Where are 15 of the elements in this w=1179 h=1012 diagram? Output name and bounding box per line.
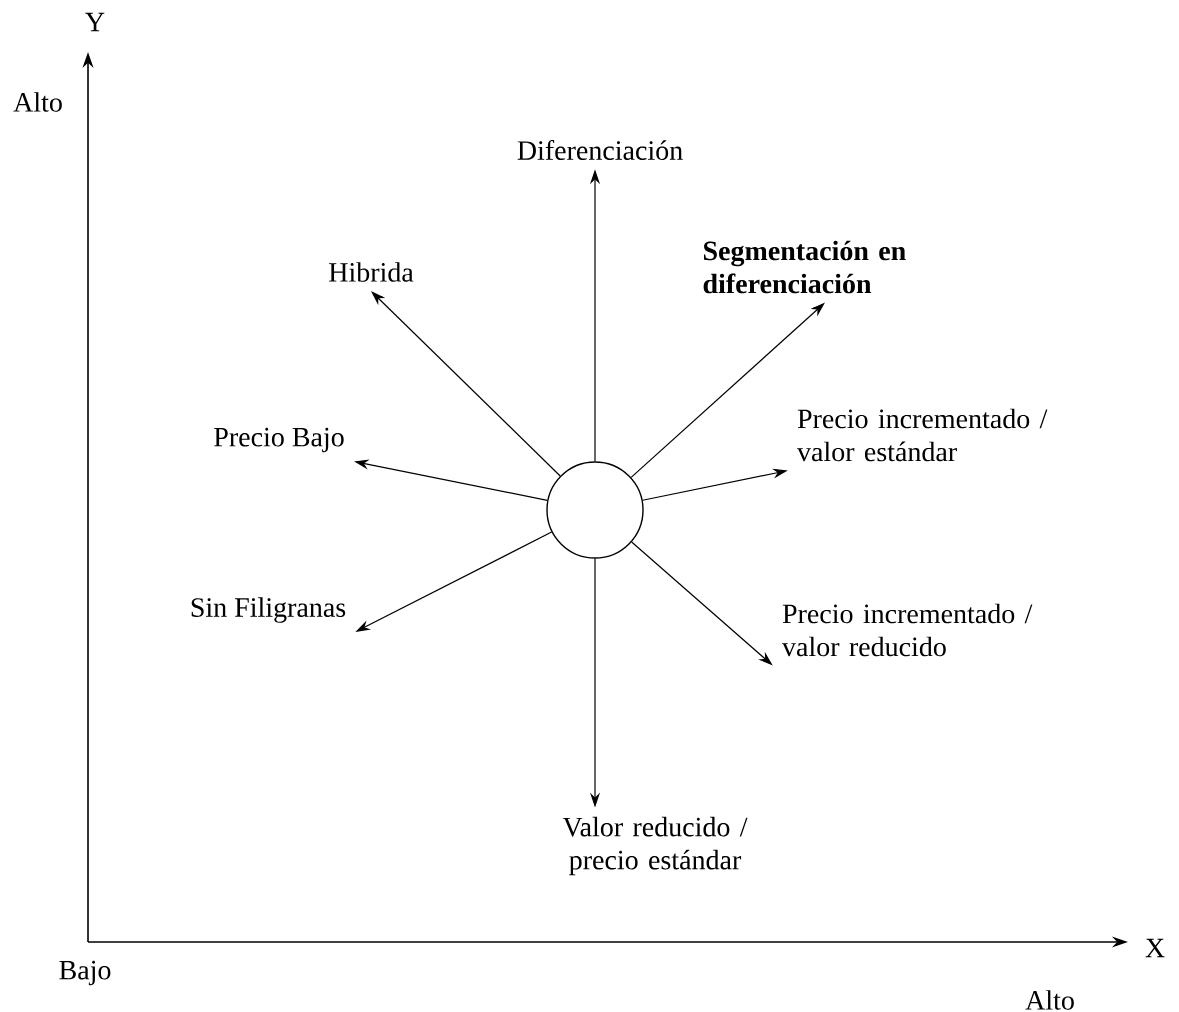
axis-label: Bajo [59, 960, 111, 986]
axis-label: Y [85, 12, 105, 32]
node-label: Precio Bajo [214, 427, 344, 453]
arrow [371, 291, 561, 477]
axis-label: Alto [1025, 990, 1074, 1010]
node-label: Diferenciación [517, 140, 683, 160]
axis-label: Alto [13, 92, 62, 112]
node-label: Hibrida [329, 262, 414, 282]
node-label: Segmentación en diferenciación [703, 240, 906, 294]
axis-label: X [1145, 938, 1165, 958]
node-label: Valor reducido / precio estándar [562, 816, 748, 876]
center-circle [546, 461, 644, 559]
node-label: Sin Filigranas [191, 597, 346, 623]
node-label: Precio incrementado / valor reducido [782, 603, 1033, 657]
node-label: Precio incrementado / valor estándar [797, 408, 1048, 462]
